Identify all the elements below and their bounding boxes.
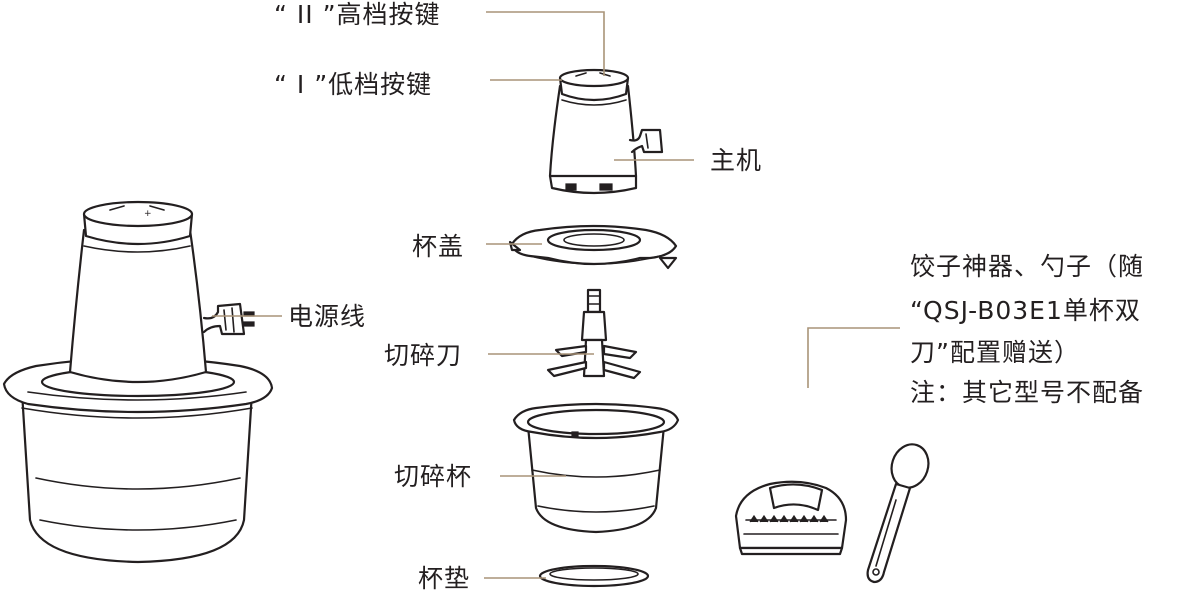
accessory-note-line-4: 注：其它型号不配备 — [910, 378, 1145, 407]
motor-unit-icon — [548, 68, 664, 195]
cup-pad-icon — [538, 564, 650, 588]
label-low-button: “ I ”低档按键 — [274, 70, 433, 99]
dumpling-mold-icon — [734, 480, 848, 556]
accessory-note-line-3: 刀”配置赠送） — [910, 338, 1080, 367]
label-cup-lid: 杯盖 — [412, 232, 465, 261]
label-main-unit: 主机 — [710, 146, 763, 175]
leader-lines — [212, 11, 900, 579]
spoon-icon — [866, 443, 930, 584]
cup-lid-icon — [508, 224, 678, 270]
label-high-button: “ II ”高档按键 — [274, 0, 441, 29]
chopping-blade-icon — [546, 288, 642, 380]
accessory-note-line-2: “QSJ-B03E1单杯双 — [910, 296, 1141, 325]
label-chopping-cup: 切碎杯 — [394, 462, 473, 491]
accessory-note-line-1: 饺子神器、勺子（随 — [910, 252, 1145, 281]
label-power-cord: 电源线 — [288, 302, 367, 331]
label-cup-pad: 杯垫 — [418, 564, 471, 593]
assembled-chopper-icon: + — [2, 200, 274, 564]
label-chopping-blade: 切碎刀 — [384, 341, 463, 370]
chopping-cup-icon — [512, 402, 680, 534]
svg-text:+: + — [144, 209, 152, 219]
